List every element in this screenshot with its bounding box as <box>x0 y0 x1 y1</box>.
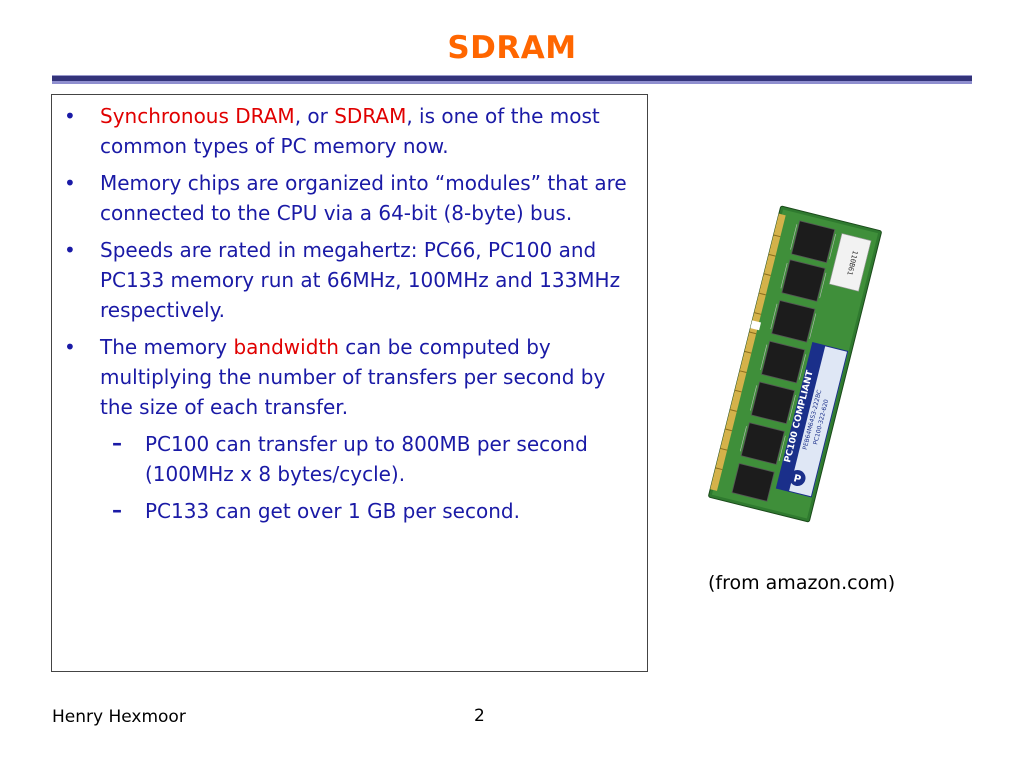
content-box <box>51 94 648 672</box>
bullet-text-part: The memory <box>100 335 234 359</box>
logo-text: P <box>792 473 802 485</box>
sub-bullet-dash-icon: – <box>112 431 122 455</box>
sub-bullet-item: – PC133 can get over 1 GB per second. <box>64 496 644 526</box>
bullet-dot-icon: • <box>64 238 76 262</box>
bullet-item: • Synchronous DRAM, or SDRAM, is one of … <box>64 101 644 161</box>
bullet-list: • Synchronous DRAM, or SDRAM, is one of … <box>64 101 644 533</box>
bullet-text: The memory bandwidth can be computed by … <box>100 335 605 419</box>
bullet-text: Synchronous DRAM, or SDRAM, is one of th… <box>100 104 600 158</box>
sdram-module-icon: 110B61 PC100 COMPLIANT PEB64M64S3-222BC … <box>708 205 882 523</box>
bullet-item: • The memory bandwidth can be computed b… <box>64 332 644 422</box>
bullet-text: Speeds are rated in megahertz: PC66, PC1… <box>100 238 621 322</box>
sticker-icon <box>829 233 872 292</box>
sub-bullet-text: PC100 can transfer up to 800MB per secon… <box>145 432 588 486</box>
title-rule <box>52 75 972 81</box>
footer-author: Henry Hexmoor <box>52 707 186 727</box>
sub-bullet-text: PC133 can get over 1 GB per second. <box>145 499 520 523</box>
bullet-text: Memory chips are organized into “modules… <box>100 171 627 225</box>
highlight-term: SDRAM <box>334 104 407 128</box>
highlight-term: bandwidth <box>233 335 339 359</box>
bullet-item: • Memory chips are organized into “modul… <box>64 168 644 228</box>
bullet-dot-icon: • <box>64 171 76 195</box>
bullet-text-part: , is one of the most common types of PC … <box>100 104 600 158</box>
highlight-term: Synchronous DRAM <box>100 104 295 128</box>
sdram-module-image: 110B61 PC100 COMPLIANT PEB64M64S3-222BC … <box>700 205 890 523</box>
title-rule-shadow <box>52 81 972 84</box>
slide-title: SDRAM <box>447 30 577 66</box>
bullet-dot-icon: • <box>64 104 76 128</box>
image-caption: (from amazon.com) <box>708 572 896 594</box>
sub-bullet-dash-icon: – <box>112 498 122 522</box>
bullet-dot-icon: • <box>64 335 76 359</box>
bullet-text-part: can be computed by multiplying the numbe… <box>100 335 606 419</box>
bullet-item: • Speeds are rated in megahertz: PC66, P… <box>64 235 644 325</box>
sub-bullet-item: – PC100 can transfer up to 800MB per sec… <box>64 429 644 489</box>
page-number: 2 <box>474 706 485 726</box>
bullet-text-part: , or <box>294 104 335 128</box>
